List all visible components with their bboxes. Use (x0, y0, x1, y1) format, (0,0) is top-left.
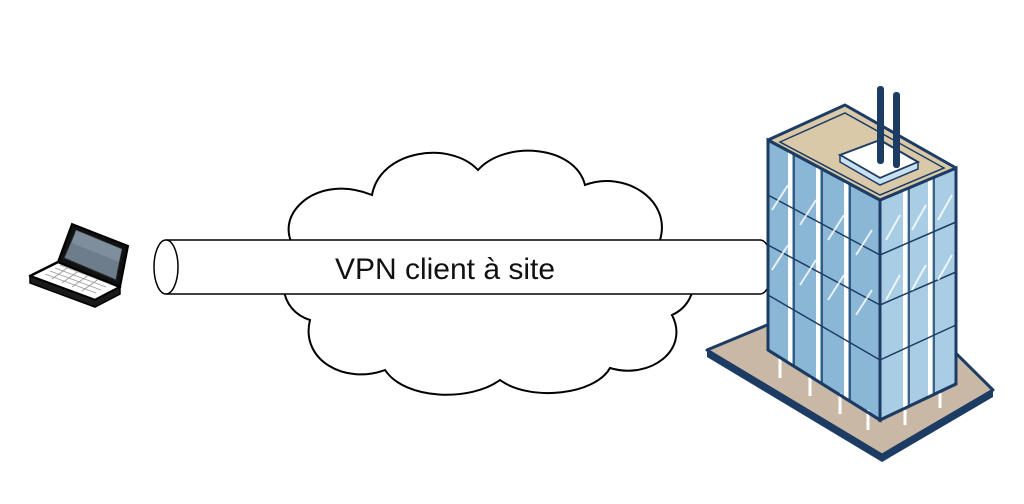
tunnel-label: VPN client à site (335, 253, 555, 286)
office-building-icon (705, 86, 995, 462)
laptop-icon (28, 222, 130, 308)
vpn-tunnel: VPN client à site (153, 239, 773, 295)
